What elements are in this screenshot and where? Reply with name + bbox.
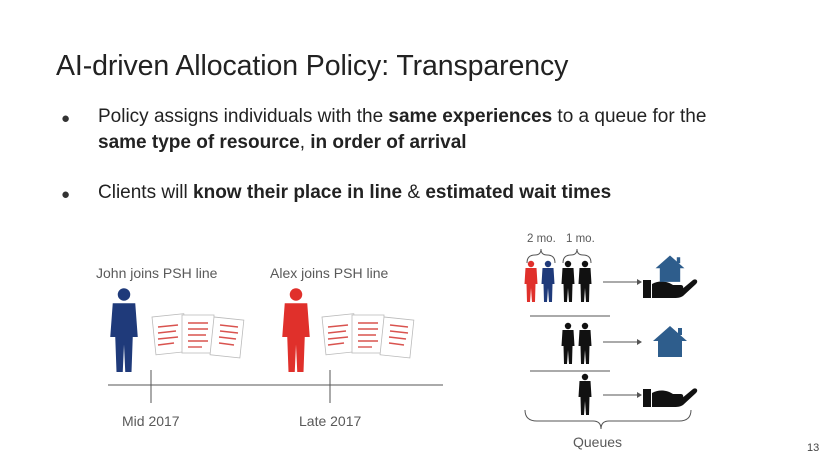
wait-time-label-1mo: 1 mo. (566, 233, 595, 245)
bullet-text-part: & (402, 182, 426, 203)
queue-person-icon (578, 260, 592, 302)
bullet-emphasis: in order of arrival (310, 132, 467, 153)
bullet-emphasis: same type of resource (98, 132, 300, 153)
document-stack-icon-alex (321, 313, 415, 359)
bullet-emphasis: estimated wait times (425, 182, 612, 203)
hand-icon (643, 388, 698, 407)
document-stack-icon-john (151, 313, 245, 359)
queue-person-icon (541, 260, 555, 302)
bullet-marker: ● (61, 110, 71, 127)
brace-icon-2mo (526, 248, 556, 264)
queue-person-icon (578, 322, 592, 364)
arrow-head-icon (637, 279, 642, 285)
queue-person-icon (524, 260, 538, 302)
timeline-event-label-alex: Alex joins PSH line (270, 265, 389, 281)
queues-caption: Queues (573, 434, 623, 450)
timeline-date-late-2017: Late 2017 (299, 413, 362, 429)
queue-person-icon (561, 322, 575, 364)
bullet-text-part: , (299, 132, 311, 153)
queue-person-icon (561, 260, 575, 302)
bullet-item-clients: Clients will know their place in line & … (98, 180, 798, 206)
brace-icon-1mo (562, 248, 592, 264)
bullet-marker: ● (61, 186, 71, 203)
timeline-date-mid-2017: Mid 2017 (122, 413, 180, 429)
bullet-text-part: Policy assigns individuals with the (98, 106, 389, 127)
queue-person-icon (578, 373, 592, 415)
bullet-emphasis: same experiences (388, 106, 553, 127)
house-icon (653, 326, 687, 357)
house-icon (655, 255, 685, 282)
queues-graphic (524, 248, 698, 430)
bullet-text-part: Clients will (98, 182, 194, 203)
page-number: 13 (807, 442, 820, 454)
hand-icon (643, 279, 698, 298)
queues-brace-icon (524, 409, 692, 430)
person-icon-john (110, 288, 138, 372)
wait-time-label-2mo: 2 mo. (527, 233, 556, 245)
arrow-head-icon (637, 339, 642, 345)
slide-title: AI-driven Allocation Policy: Transparenc… (56, 50, 569, 82)
bullet-item-policy: Policy assigns individuals with the same… (98, 104, 798, 156)
timeline-graphic (108, 288, 443, 403)
timeline-event-label-john: John joins PSH line (96, 265, 218, 281)
bullet-text-part: to a queue for the (552, 106, 707, 127)
person-icon-alex (282, 288, 310, 372)
arrow-head-icon (637, 392, 642, 398)
bullet-emphasis: know their place in line (193, 182, 403, 203)
